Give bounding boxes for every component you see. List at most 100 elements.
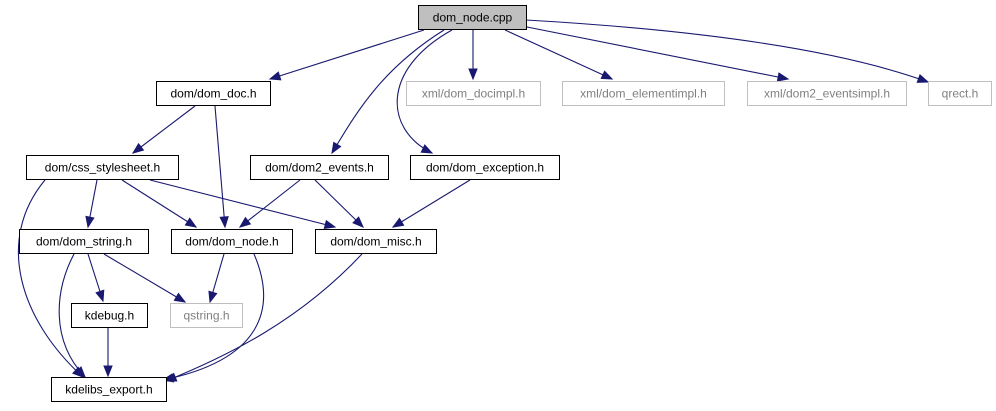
edge-line [103, 253, 186, 303]
edge-arrowhead [352, 216, 364, 228]
edge-arrowhead [164, 372, 178, 382]
edge-dom_node_cpp-to-xml_dom2_eventsimpl_h [521, 25, 790, 82]
edge-dom_exception_h-to-dom_misc_h [391, 179, 471, 228]
edge-arrowhead [95, 289, 105, 303]
node-label: dom_node.cpp [433, 11, 513, 25]
edge-line [392, 179, 471, 228]
edge-arrowhead [331, 141, 342, 155]
edge-arrowhead [131, 142, 145, 154]
node-label: kdelibs_export.h [65, 383, 152, 397]
node-box [156, 81, 271, 106]
edge-line [165, 253, 363, 382]
node-label: xml/dom_elementimpl.h [580, 87, 707, 101]
node-qstring-h[interactable]: qstring.h [170, 303, 243, 328]
edge-line [58, 253, 86, 378]
edge-arrowhead [173, 292, 187, 303]
node-label: dom/dom_doc.h [170, 87, 256, 101]
node-label: xml/dom_docimpl.h [422, 87, 525, 101]
edge-line [396, 29, 453, 154]
node-xml-dom-elementimpl-h[interactable]: xml/dom_elementimpl.h [562, 81, 725, 106]
edge-arrowhead [391, 217, 405, 228]
edge-line [121, 179, 197, 228]
node-xml-dom-docimpl-h[interactable]: xml/dom_docimpl.h [406, 81, 541, 106]
node-label: kdebug.h [85, 309, 134, 323]
edge-dom_node_cpp-to-xml_dom_docimpl_h [468, 30, 478, 81]
node-label: dom/dom_exception.h [426, 161, 544, 175]
edge-arrowhead [468, 68, 478, 81]
edge-arrowhead [74, 366, 86, 378]
node-dom-exception-h[interactable]: dom/dom_exception.h [410, 155, 560, 180]
node-label: dom/dom_string.h [36, 235, 132, 249]
edge-arrowhead [916, 73, 930, 83]
edge-arrowhead [776, 72, 790, 82]
node-box [71, 303, 148, 328]
node-box [250, 155, 389, 180]
edge-dom_string_h-to-kdelibs_export_h [58, 253, 86, 378]
node-label: dom/dom_misc.h [330, 235, 421, 249]
edge-arrowhead [238, 216, 252, 228]
edge-css_stylesheet_h-to-dom_node_h [121, 179, 198, 228]
edge-arrowhead [103, 365, 113, 378]
node-dom2-events-h[interactable]: dom/dom2_events.h [250, 155, 389, 180]
node-label: dom/css_stylesheet.h [45, 161, 160, 175]
edge-line [525, 19, 929, 83]
node-css-stylesheet-h[interactable]: dom/css_stylesheet.h [26, 155, 179, 180]
node-qrect-h[interactable]: qrect.h [928, 81, 992, 106]
edge-line [17, 179, 84, 378]
edge-dom_node_cpp-to-dom2_events_h [331, 29, 445, 155]
node-label: dom/dom2_events.h [265, 161, 374, 175]
edge-line [269, 29, 425, 80]
node-xml-dom2-eventsimpl-h[interactable]: xml/dom2_eventsimpl.h [747, 81, 907, 106]
edge-dom_doc_h-to-css_stylesheet_h [131, 105, 196, 154]
edge-css_stylesheet_h-to-dom_misc_h [149, 179, 337, 230]
edge-dom_node_cpp-to-qrect_h [525, 19, 930, 83]
edge-line [132, 105, 196, 154]
node-box [562, 81, 725, 106]
node-box [410, 155, 560, 180]
node-label: qstring.h [183, 309, 229, 323]
edge-dom_doc_h-to-dom_node_h [214, 105, 229, 229]
nodes-layer: dom_node.cpp dom/dom_doc.h xml/dom_docimpl… [19, 5, 992, 402]
node-dom-misc-h[interactable]: dom/dom_misc.h [315, 229, 437, 254]
edge-line [239, 179, 301, 228]
node-box [26, 155, 179, 180]
edges-layer [17, 19, 930, 383]
node-box [406, 81, 541, 106]
edge-arrowhead [323, 219, 337, 230]
node-box [170, 303, 243, 328]
node-kdelibs-export-h[interactable]: kdelibs_export.h [51, 377, 167, 402]
edge-dom2_events_h-to-dom_misc_h [314, 179, 364, 228]
node-label: dom/dom_node.h [185, 235, 278, 249]
edge-line [314, 179, 364, 228]
edge-dom_node_cpp-to-xml_dom_elementimpl_h [504, 29, 614, 80]
edge-line [331, 29, 445, 154]
node-box [171, 229, 293, 254]
node-box [315, 229, 437, 254]
node-box [928, 81, 992, 106]
edge-dom_node_cpp-to-dom_exception_h [396, 29, 453, 154]
edge-line [521, 25, 789, 80]
edge-css_stylesheet_h-to-dom_string_h [85, 179, 98, 229]
node-kdebug-h[interactable]: kdebug.h [71, 303, 148, 328]
node-dom-string-h[interactable]: dom/dom_string.h [19, 229, 149, 254]
edge-line [214, 105, 226, 228]
node-dom-doc-h[interactable]: dom/dom_doc.h [156, 81, 271, 106]
node-box [51, 377, 167, 402]
node-box [19, 229, 149, 254]
node-label: qrect.h [942, 87, 979, 101]
edge-dom_misc_h-to-kdelibs_export_h [164, 253, 363, 382]
edge-line [504, 29, 613, 80]
edge-css_stylesheet_h-to-kdelibs_export_h [17, 179, 84, 378]
edge-arrowhead [420, 144, 434, 154]
edge-kdebug_h-to-kdelibs_export_h [103, 328, 113, 378]
edge-dom_node_cpp-to-dom_doc_h [268, 29, 425, 81]
edge-arrowhead [184, 217, 198, 228]
edge-line [162, 253, 265, 381]
node-box [418, 5, 527, 30]
node-dom-node-cpp[interactable]: dom_node.cpp [418, 5, 527, 30]
edge-arrowhead [208, 290, 218, 304]
edge-dom_node_h-to-qstring_h [208, 253, 225, 304]
node-dom-node-h[interactable]: dom/dom_node.h [171, 229, 293, 254]
edge-arrowhead [85, 215, 95, 229]
